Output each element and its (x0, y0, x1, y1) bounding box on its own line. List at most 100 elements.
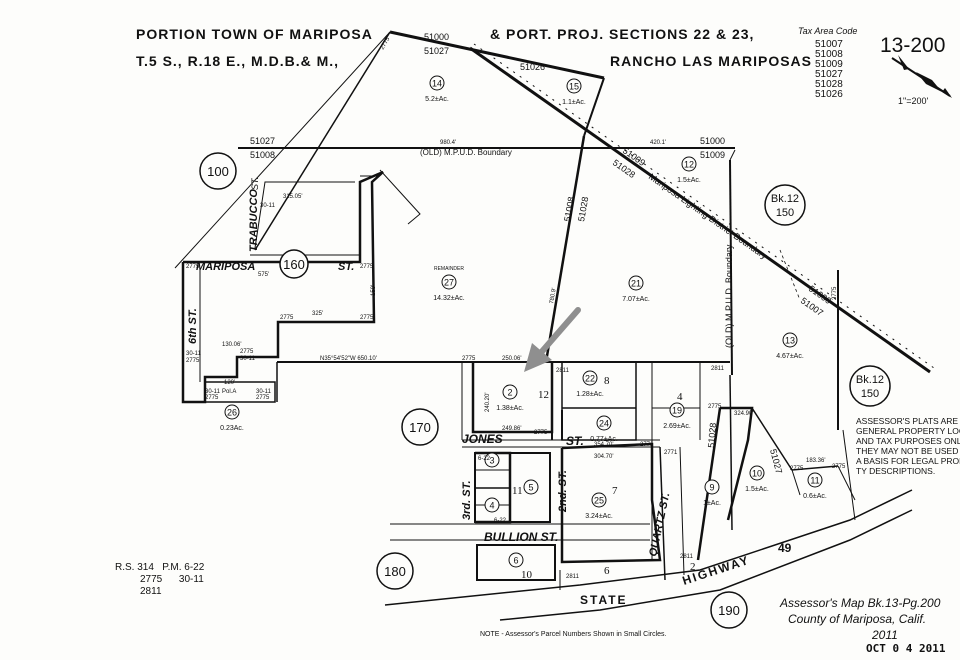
dim-label: 2775 (186, 264, 200, 270)
dim-label: 2775 (790, 466, 804, 472)
parcel-area: 1±Ac. (703, 500, 721, 507)
tax-code: 51009 (815, 59, 843, 70)
footnote: NOTE - Assessor's Parcel Numbers Shown i… (480, 631, 667, 638)
block-ref-170: 170 (401, 408, 439, 446)
block-ref-label: 160 (283, 257, 305, 272)
parcel-number: 24 (599, 419, 609, 429)
code-label: 51028 (706, 422, 718, 448)
old-mpud-label: (OLD) M.P.U.D. Boundary (420, 148, 512, 157)
parcel-circle (628, 275, 644, 291)
street-bullion: BULLION ST. (484, 530, 558, 544)
parcel-number: 11 (810, 476, 819, 486)
parcel-number: 3 (489, 456, 494, 466)
parcel-10: 101.5±Ac. (745, 465, 769, 493)
parcel-12: 121.5±Ac. (677, 156, 701, 184)
dim-label: 2811 (711, 366, 725, 372)
dim-label: 2775 (240, 349, 254, 355)
parcel-circle (429, 75, 445, 91)
lot-number: 2 (690, 561, 696, 573)
book-ref-upper: Bk.12 150 (764, 184, 806, 226)
tax-code: 51008 (815, 49, 843, 60)
north-arrow-icon (891, 55, 952, 98)
lot-number: 6 (604, 565, 610, 577)
parcel-markers: 145.2±Ac.151.1±Ac.121.5±Ac.2714.32±Ac.RE… (220, 75, 827, 568)
parcel-circle (566, 78, 582, 94)
lot-numbers: 12 8 4 11 7 2 10 6 (512, 375, 696, 581)
parcel-number: 6 (513, 556, 518, 566)
lighting-district-label: Mariposa Lighting District Boundary (647, 171, 770, 261)
parcel-lines (174, 30, 935, 621)
dim-label: 2811 (680, 554, 694, 560)
header-line2-right: RANCHO LAS MARIPOSAS (610, 53, 812, 69)
parcel-number: 27 (444, 278, 454, 288)
dim-label: 30-11 (240, 356, 256, 362)
code-label: 51028 (576, 196, 590, 222)
dim-label: 325' (312, 311, 323, 317)
tax-code: 51028 (815, 79, 843, 90)
parcel-area: 7.07±Ac. (622, 296, 650, 303)
street-2nd: 2nd. ST. (557, 470, 569, 513)
parcel-number: 4 (489, 501, 494, 511)
notice-line: AND TAX PURPOSES ONLY (856, 436, 960, 446)
parcel-number: 2 (507, 388, 512, 398)
block-ref-160: 160 (279, 249, 309, 279)
parcel-number: 15 (569, 82, 579, 92)
parcel-2: 2 1.38±Ac. (496, 384, 524, 412)
parcel-area: 1.38±Ac. (496, 405, 524, 412)
parcel-circle (484, 452, 500, 468)
lot-number: 10 (521, 569, 533, 581)
old-mpud-vertical-label: (OLD) M.P.U.D. Boundary (724, 244, 734, 348)
street-jones: JONES (462, 432, 503, 446)
parcel-number: 19 (672, 406, 682, 416)
dim-label: Pol.A (222, 389, 236, 395)
lot-number: 7 (612, 485, 618, 497)
block-ref-label: 170 (409, 420, 431, 435)
parcel-area: 3.24±Ac. (585, 513, 613, 520)
dim-label: 980.4' (440, 140, 456, 146)
parcel-area: 1.5±Ac. (677, 177, 701, 184)
date-stamp: OCT 0 4 2011 (866, 642, 946, 655)
book-ref-lower: Bk.12 150 (849, 365, 891, 407)
lot-number: 12 (538, 389, 549, 401)
parcel-area: 0.6±Ac. (803, 493, 827, 500)
block-ref-180: 180 (376, 552, 414, 590)
parcel-area: 4.67±Ac. (776, 353, 804, 360)
street-6th: 6th ST. (187, 308, 199, 344)
page-number: 13-200 (880, 34, 945, 57)
dim-label: 2775 (832, 286, 838, 300)
parcel-3: 3 (484, 452, 500, 468)
title-line1: Assessor's Map Bk.13-Pg.200 (779, 596, 941, 610)
parcel-circle (669, 402, 685, 418)
parcel-number: 21 (631, 279, 641, 289)
street-trabucco: TRABUCCO (248, 189, 260, 252)
dim-label: 2811 (566, 574, 580, 580)
parcel-4: 4 (484, 497, 500, 513)
title-line3: 2011 (871, 628, 898, 642)
dim-label: 2775 (832, 464, 846, 470)
dim-label: 304.70' (594, 454, 614, 460)
legal-notice: ASSESSOR'S PLATS ARE FOR GENERAL PROPERT… (856, 416, 960, 476)
dim-label: 575' (258, 272, 269, 278)
header-line2-left: T.5 S., R.18 E., M.D.B.& M., (136, 53, 339, 69)
street-mariposa-st: ST. (338, 261, 354, 273)
highway-number: 49 (778, 541, 792, 555)
tax-code: 51007 (815, 39, 843, 50)
dim-label: 2775 (462, 356, 476, 362)
block-ref-190: 190 (710, 591, 748, 629)
scale-label: 1"=200' (898, 96, 928, 106)
code-label: 51009 (700, 150, 725, 160)
parcel-circle (502, 384, 518, 400)
dim-label: 2771 (640, 442, 654, 448)
notice-line: TY DESCRIPTIONS. (856, 466, 935, 476)
code-label: 51000 (700, 136, 725, 146)
parcel-number: 13 (785, 336, 795, 346)
parcel-area: 1.28±Ac. (576, 391, 604, 398)
dim-label: 2775 (360, 315, 374, 321)
header-line1-left: PORTION TOWN OF MARIPOSA (136, 26, 373, 42)
parcel-15: 151.1±Ac. (562, 78, 586, 106)
parcel-circle (484, 497, 500, 513)
code-label: 51008 (562, 196, 576, 222)
dim-label: 150' (371, 285, 377, 296)
parcel-circle (441, 274, 457, 290)
dim-label: 2811 (556, 368, 570, 374)
